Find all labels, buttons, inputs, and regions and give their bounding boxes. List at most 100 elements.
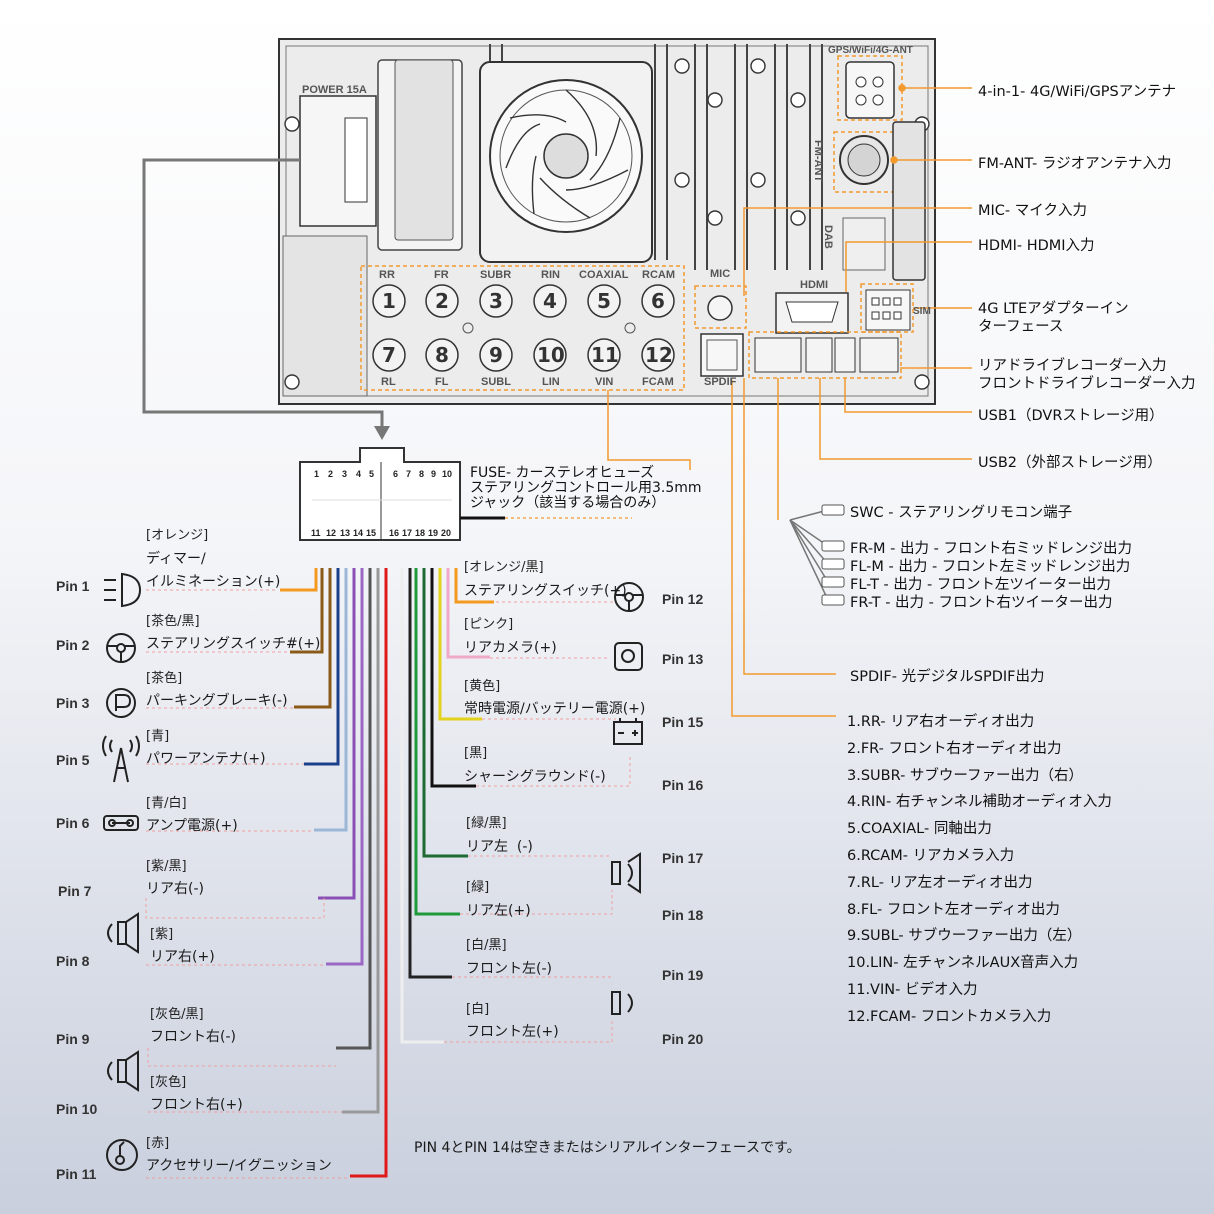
dab-label: DAB [822, 225, 834, 249]
pin-function: アンプ電源(+) [146, 818, 238, 834]
rca-label: LIN [542, 376, 560, 388]
pin-function: シャーシグラウンド(-) [464, 769, 606, 785]
speaker-icon-left-rear [107, 912, 139, 954]
rca-number: 1 [382, 289, 396, 313]
wire-color: [茶色] [146, 671, 183, 686]
wire-color: [白/黒] [466, 938, 507, 953]
harness-connector [299, 447, 632, 541]
callout-frt: FR-T - 出力 - フロント右ツイーター出力 [850, 595, 1113, 611]
pin-label: Pin 6 [56, 815, 90, 831]
pin-number: 15 [366, 528, 377, 538]
pin-label: Pin 19 [662, 967, 704, 983]
callout-dvr-line2: フロントドライブレコーダー入力 [978, 376, 1196, 392]
pin-label: Pin 3 [56, 695, 90, 711]
rca-number: 11 [591, 343, 619, 367]
pin-label: Pin 16 [662, 777, 704, 793]
rca-number: 3 [489, 289, 503, 313]
pin-function: フロント左(-) [466, 961, 552, 977]
list-item: 11.VIN- ビデオ入力 [847, 981, 978, 998]
callout-lte-line1: 4G LTEアダプターイン [978, 301, 1129, 317]
parking-brake-icon [106, 688, 136, 718]
speaker-icon-left-front [107, 1050, 139, 1092]
list-item: 5.COAXIAL- 同軸出力 [847, 821, 992, 838]
fuse-line1: FUSE- カーステレオヒューズ [470, 465, 655, 481]
hdmi-label: HDMI [800, 279, 829, 291]
pin-label: Pin 20 [662, 1031, 704, 1047]
speaker-icon-right-rear [611, 852, 641, 894]
rca-number: 8 [435, 343, 449, 367]
right-icons [611, 582, 644, 1015]
pin-number: 12 [326, 528, 337, 538]
list-item: 10.LIN- 左チャンネルAUX音声入力 [847, 955, 1079, 972]
list-item: 7.RL- リア左オーディオ出力 [847, 874, 1033, 891]
pin-number: 20 [441, 528, 452, 538]
pin-number: 16 [389, 528, 400, 538]
list-item: 9.SUBL- サブウーファー出力（左） [847, 928, 1082, 945]
speaker-icon-right-front [611, 991, 633, 1015]
callout-gps: 4-in-1- 4G/WiFi/GPSアンテナ [978, 84, 1177, 100]
rca-label: RIN [541, 269, 560, 281]
callout-spdif: SPDIF- 光デジタルSPDIF出力 [850, 669, 1045, 685]
pin-label: Pin 13 [662, 651, 704, 667]
callout-mic: MIC- マイク入力 [978, 203, 1087, 219]
callout-flt: FL-T - 出力 - フロント左ツイーター出力 [850, 577, 1111, 593]
pin-number: 3 [342, 469, 348, 479]
pin-number: 8 [419, 469, 425, 479]
pin-function: フロント右(+) [150, 1097, 243, 1113]
list-item: 2.FR- フロント右オーディオ出力 [847, 740, 1062, 757]
wire-color: [オレンジ/黒] [464, 560, 544, 575]
power-lead [142, 158, 384, 430]
list-item: 6.RCAM- リアカメラ入力 [847, 847, 1015, 864]
battery-icon [613, 718, 643, 745]
rca-label: RR [379, 269, 395, 281]
pin-function: フロント右(-) [150, 1029, 236, 1045]
sim-label: SIM [913, 306, 931, 317]
callout-lte-line2: ターフェース [978, 319, 1064, 335]
rca-jacks [372, 284, 675, 372]
wire-color: [青] [146, 729, 170, 744]
pin-function: ディマー/ [146, 551, 206, 567]
steering-wheel-icon-right [614, 582, 644, 612]
callout-frm: FR-M - 出力 - フロント右ミッドレンジ出力 [850, 541, 1132, 557]
pin-function: フロント左(+) [466, 1024, 559, 1040]
pin-number: 6 [393, 469, 399, 479]
fuse-line3: ジャック（該当する場合のみ） [470, 495, 666, 511]
wire-color: [紫/黒] [146, 859, 187, 874]
pin-number: 7 [406, 469, 412, 479]
pin-number: 14 [353, 528, 364, 538]
right-wires [400, 568, 494, 1044]
ignition-icon [106, 1139, 138, 1171]
camera-icon [614, 642, 643, 671]
rca-label: RL [381, 376, 396, 388]
pin-label: Pin 10 [56, 1101, 98, 1117]
list-item: 12.FCAM- フロントカメラ入力 [847, 1008, 1052, 1025]
head-unit [278, 38, 936, 405]
pin-number: 13 [340, 528, 351, 538]
pin-function: イルミネーション(+) [146, 574, 281, 590]
rca-label: SUBL [481, 376, 511, 388]
headlight-icon [104, 572, 142, 608]
pin-function: パワーアンテナ(+) [146, 751, 266, 767]
pin-function: パーキングブレーキ(-) [146, 693, 288, 709]
pin-label: Pin 18 [662, 907, 704, 923]
pin-label: Pin 11 [56, 1166, 97, 1182]
rca-label: FR [434, 269, 449, 281]
rca-number: 5 [597, 289, 611, 313]
amplifier-icon [103, 815, 139, 831]
list-item: 1.RR- リア右オーディオ出力 [847, 714, 1035, 730]
rca-number: 4 [543, 289, 557, 313]
steering-wheel-icon [106, 633, 136, 663]
pin-function: リア右(+) [150, 949, 215, 965]
list-item: 4.RIN- 右チャンネル補助オーディオ入力 [847, 794, 1112, 811]
pin-number: 4 [356, 469, 362, 479]
callout-dvr-line1: リアドライブレコーダー入力 [978, 358, 1167, 374]
list-item: 3.SUBR- サブウーファー出力（右） [847, 767, 1084, 784]
rca-label: RCAM [642, 269, 675, 281]
pin-label: Pin 17 [662, 850, 704, 866]
pin-function: リア右(-) [146, 881, 204, 897]
left-wires [280, 568, 388, 1178]
pin-function: ステアリングスイッチ(+) [464, 583, 627, 599]
pin-function: リアカメラ(+) [464, 640, 557, 656]
callout-fuse: FUSE- カーステレオヒューズ ステアリングコントロール用3.5mm ジャック… [470, 466, 702, 511]
